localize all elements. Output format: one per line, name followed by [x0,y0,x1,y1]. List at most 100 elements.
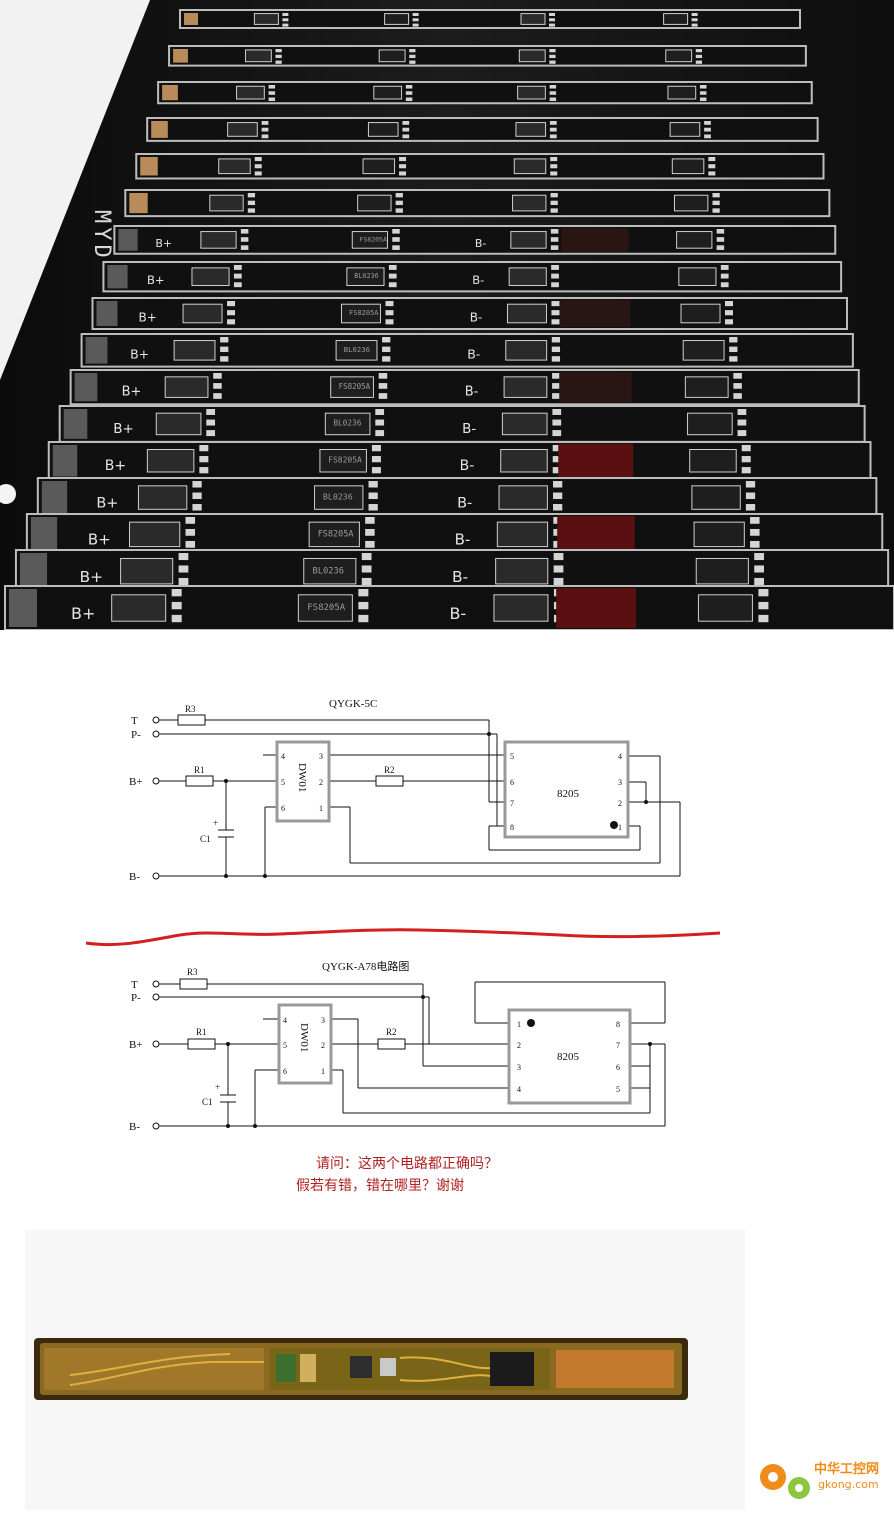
resistor-r3-c2 [179,978,208,990]
pcb-strip [124,189,831,218]
circuit-1 [152,714,681,880]
c2-terminal-bplus: B+ [129,1039,143,1051]
pcb-strip: B+B-FS8205A [113,225,837,255]
silkscreen-label: B+ [96,495,118,511]
pcb-strip: B+B-FS8205A [25,513,884,556]
silkscreen-label: B- [470,310,483,324]
c2-terminal-bminus: B- [129,1121,140,1133]
chip-marking: FS8205A [328,456,362,465]
c1-terminal-t: T [131,715,138,727]
svg-text:5: 5 [616,1085,620,1094]
copper-pad [556,1350,674,1388]
dw01-chip-c2 [277,1003,333,1085]
gkong-watermark: 中华工控网 gkong.com [760,1461,879,1499]
svg-text:5: 5 [281,778,285,787]
silkscreen-label: B+ [105,458,126,474]
pcb-strip: B+ B- FS8205A [4,585,894,630]
single-board-photo: 中华工控网 gkong.com [0,1230,894,1513]
silkscreen-label: B+ [122,385,142,400]
chip-marking: FS8205A [339,382,371,391]
silkscreen-label: B+ [113,421,134,437]
chip-marking: BL0236 [323,492,353,502]
svg-text:3: 3 [321,1016,325,1025]
svg-text:6: 6 [616,1063,620,1072]
silkscreen-label: B+ [71,604,95,623]
chip-marking: FS8205A [349,309,379,317]
svg-text:4: 4 [517,1085,521,1094]
silkscreen-label: B+ [139,310,157,324]
pcb-strip: B+ B- BL0236 [102,261,843,293]
resistor-r2-c2 [377,1038,406,1050]
silkscreen-label: B- [450,604,467,623]
c1-r2-label: R2 [384,765,395,775]
silkscreen-label: B- [475,237,487,250]
c1-r3-label: R3 [185,704,196,714]
panel-mounting-hole [0,484,16,504]
circuit2-title: QYGK-A78电路图 [322,960,409,973]
silkscreen-label: B- [465,385,479,400]
watermark-url: gkong.com [818,1478,879,1491]
chip-marking: FS8205A [318,529,354,539]
pcb-strip: B+B-BL0236 [58,405,866,443]
resistor-r1-c1 [185,775,214,787]
svg-text:6: 6 [510,778,514,787]
svg-text:4: 4 [283,1016,287,1025]
svg-text:1: 1 [618,823,622,832]
chip-marking: BL0236 [333,419,361,428]
svg-text:1: 1 [319,804,323,813]
silkscreen-label: B- [457,495,472,511]
c2-terminal-p: P- [131,992,141,1004]
mosfet-chip [490,1352,534,1386]
svg-text:5: 5 [283,1041,287,1050]
svg-text:6: 6 [283,1067,287,1076]
svg-text:7: 7 [510,799,514,808]
svg-text:8: 8 [616,1020,620,1029]
pcb-strip: B+ B- FS8205A [47,441,872,481]
dw01-chip-c1 [275,740,331,823]
svg-text:2: 2 [517,1041,521,1050]
svg-text:5: 5 [510,752,514,761]
pcb-strip [179,9,801,29]
pcb-strip [135,153,825,180]
c2-terminal-t: T [131,979,138,991]
chip-marking: FS8205A [307,603,346,613]
silkscreen-label: B+ [147,273,165,287]
svg-text:8: 8 [510,823,514,832]
silkscreen-label: B- [472,273,484,287]
silkscreen-label: B+ [155,237,172,250]
pcb-strip: B+ B- BL0236 [36,477,878,519]
pcb-strip [146,117,819,142]
question-line-2: 假若有错，错在哪里？谢谢 [296,1178,464,1194]
svg-text:7: 7 [616,1041,620,1050]
c2-r1-label: R1 [196,1027,207,1037]
svg-text:3: 3 [517,1063,521,1072]
svg-text:3: 3 [319,752,323,761]
silkscreen-label: B+ [79,568,103,586]
circuit-2 [152,978,666,1130]
svg-text:+: + [215,1082,220,1092]
silkscreen-label: B- [460,458,475,474]
c1-c1-label: C1 [200,834,211,844]
red-separator-line [85,928,721,947]
c2-8205-label: 8205 [557,1051,580,1063]
c1-terminal-bminus: B- [129,871,140,883]
silkscreen-label: B+ [88,531,111,549]
chip-marking: BL0236 [312,566,344,576]
svg-text:4: 4 [281,752,285,761]
resistor-r3-c1 [177,714,206,726]
circuit1-title: QYGK-5C [329,698,377,710]
silkscreen-label: B+ [130,346,149,361]
c2-r2-label: R2 [386,1027,397,1037]
pin1-marker-c2 [527,1019,535,1027]
c1-8205-label: 8205 [557,788,580,800]
c2-dw01-label: DW01 [298,1023,310,1052]
chip-marking: BL0236 [354,272,378,280]
c1-terminal-bplus: B+ [129,776,143,788]
silkscreen-label: B- [467,346,480,361]
pcb-strip [168,45,807,67]
silkscreen-label: B- [452,568,468,586]
pcb-strip: B+ B- FS8205A [69,369,860,406]
svg-text:1: 1 [321,1067,325,1076]
watermark-cn: 中华工控网 [814,1461,879,1477]
c1-dw01-label: DW01 [296,763,308,792]
